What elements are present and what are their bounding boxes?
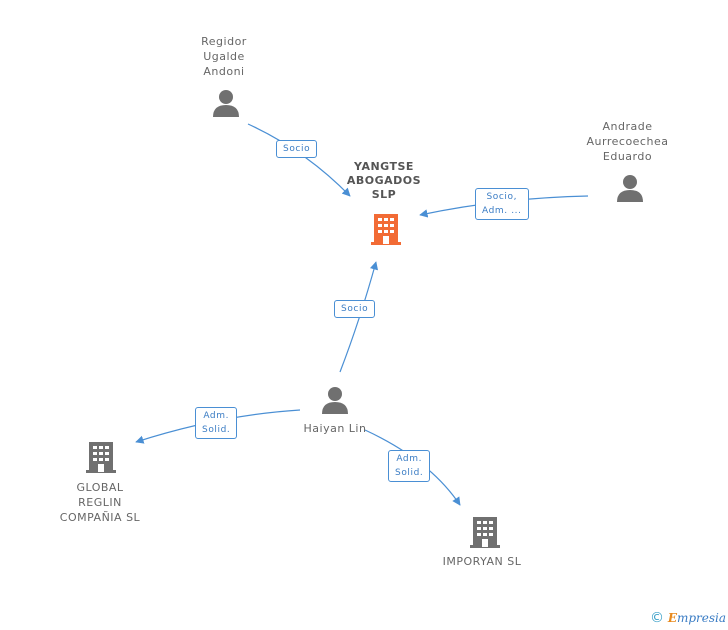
edge-label-andrade-main[interactable]: Socio, Adm. ... <box>475 188 529 220</box>
edge-label-haiyan-imporyan[interactable]: Adm. Solid. <box>388 450 431 482</box>
person-icon[interactable] <box>211 88 241 118</box>
building-icon[interactable] <box>469 515 501 549</box>
node-label-regidor: Regidor Ugalde Andoni <box>201 35 247 78</box>
footer-brand[interactable]: © Empresia <box>650 610 726 626</box>
node-label-haiyan: Haiyan Lin <box>303 422 367 435</box>
node-label-main: YANGTSE ABOGADOS SLP <box>346 160 422 201</box>
edge-haiyan-main <box>339 261 379 373</box>
edge-label-regidor-main[interactable]: Socio <box>276 140 318 158</box>
copyright-symbol: © <box>650 610 664 626</box>
building-icon[interactable] <box>370 212 402 246</box>
node-label-imporyan: IMPORYAN SL <box>442 555 522 568</box>
building-icon[interactable] <box>85 440 117 474</box>
edge-label-haiyan-main[interactable]: Socio <box>334 300 376 318</box>
edge-label-haiyan-global[interactable]: Adm. Solid. <box>195 407 238 439</box>
edge-regidor-main <box>247 123 351 197</box>
brand-logo: Empresia <box>667 611 727 625</box>
person-icon[interactable] <box>615 173 645 203</box>
node-label-global: GLOBAL REGLIN COMPAÑIA SL <box>59 481 141 524</box>
person-icon[interactable] <box>320 385 350 415</box>
node-label-andrade: Andrade Aurrecoechea Eduardo <box>586 120 669 163</box>
